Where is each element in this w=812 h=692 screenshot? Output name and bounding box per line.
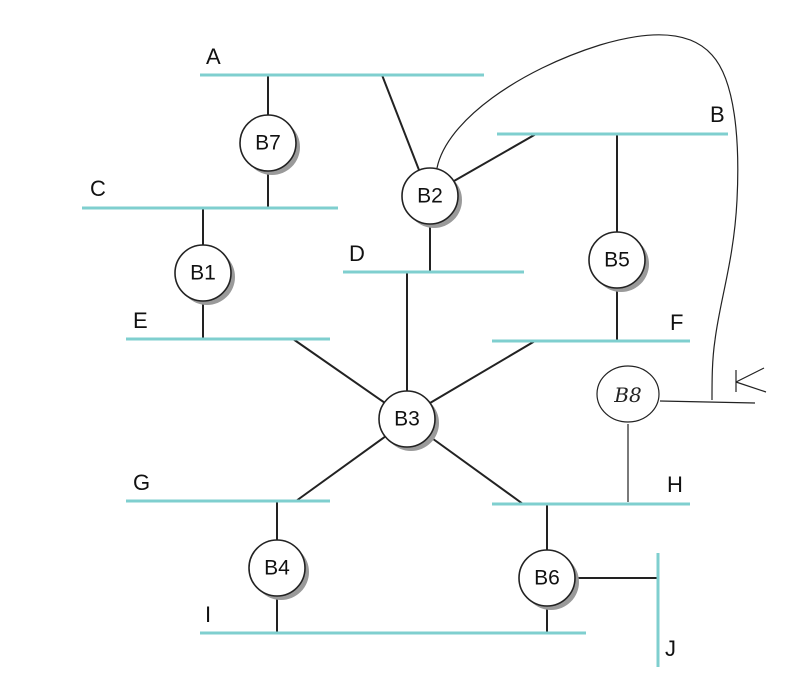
bridge-b4: B4 [248, 539, 309, 600]
link-b3-g [295, 435, 387, 502]
lan-segments [82, 73, 728, 667]
lan-label-b: B [710, 102, 725, 127]
bridge-label-b6: B6 [534, 567, 560, 590]
lan-labels: A B C D E F G H I J [90, 44, 725, 661]
link-b2-a [381, 74, 420, 171]
bridge-label-b3: B3 [394, 408, 420, 431]
bridge-b5: B5 [588, 231, 649, 292]
bridge-label-b5: B5 [604, 249, 630, 272]
bridge-label-b7: B7 [255, 132, 281, 155]
lan-label-d: D [349, 241, 365, 266]
lan-label-c: C [90, 176, 106, 201]
lan-label-g: G [133, 470, 150, 495]
lan-label-i: I [205, 602, 211, 627]
handwritten-link-b8-right [659, 400, 756, 404]
bridge-b1: B1 [174, 244, 235, 305]
link-b3-h [428, 435, 524, 505]
bridges: B7 B2 B1 B5 B3 B4 B6 [174, 114, 649, 610]
bridge-b2: B2 [401, 167, 462, 228]
lan-label-h: H [667, 472, 683, 497]
lan-label-f: F [670, 310, 683, 335]
bridge-b3: B3 [378, 390, 439, 451]
bridge-b6: B6 [518, 549, 579, 610]
handwritten-bridge-label-b8: B8 [613, 383, 641, 407]
lan-label-e: E [133, 308, 148, 333]
bridge-label-b2: B2 [417, 185, 443, 208]
link-b2-b [453, 133, 537, 182]
handwritten-annotation: B8 [436, 34, 767, 502]
link-b3-f [429, 340, 536, 404]
lan-label-j: J [665, 636, 676, 661]
bridge-label-b1: B1 [190, 262, 216, 285]
handwritten-bridge-b8 [596, 365, 660, 423]
handwritten-marker-k [735, 367, 767, 393]
lan-label-a: A [206, 44, 221, 69]
link-b3-e [292, 338, 386, 404]
bridge-label-b4: B4 [264, 557, 290, 580]
bridge-links [202, 74, 658, 633]
handwritten-loop-b2 [436, 34, 739, 401]
bridge-b7: B7 [239, 114, 300, 175]
